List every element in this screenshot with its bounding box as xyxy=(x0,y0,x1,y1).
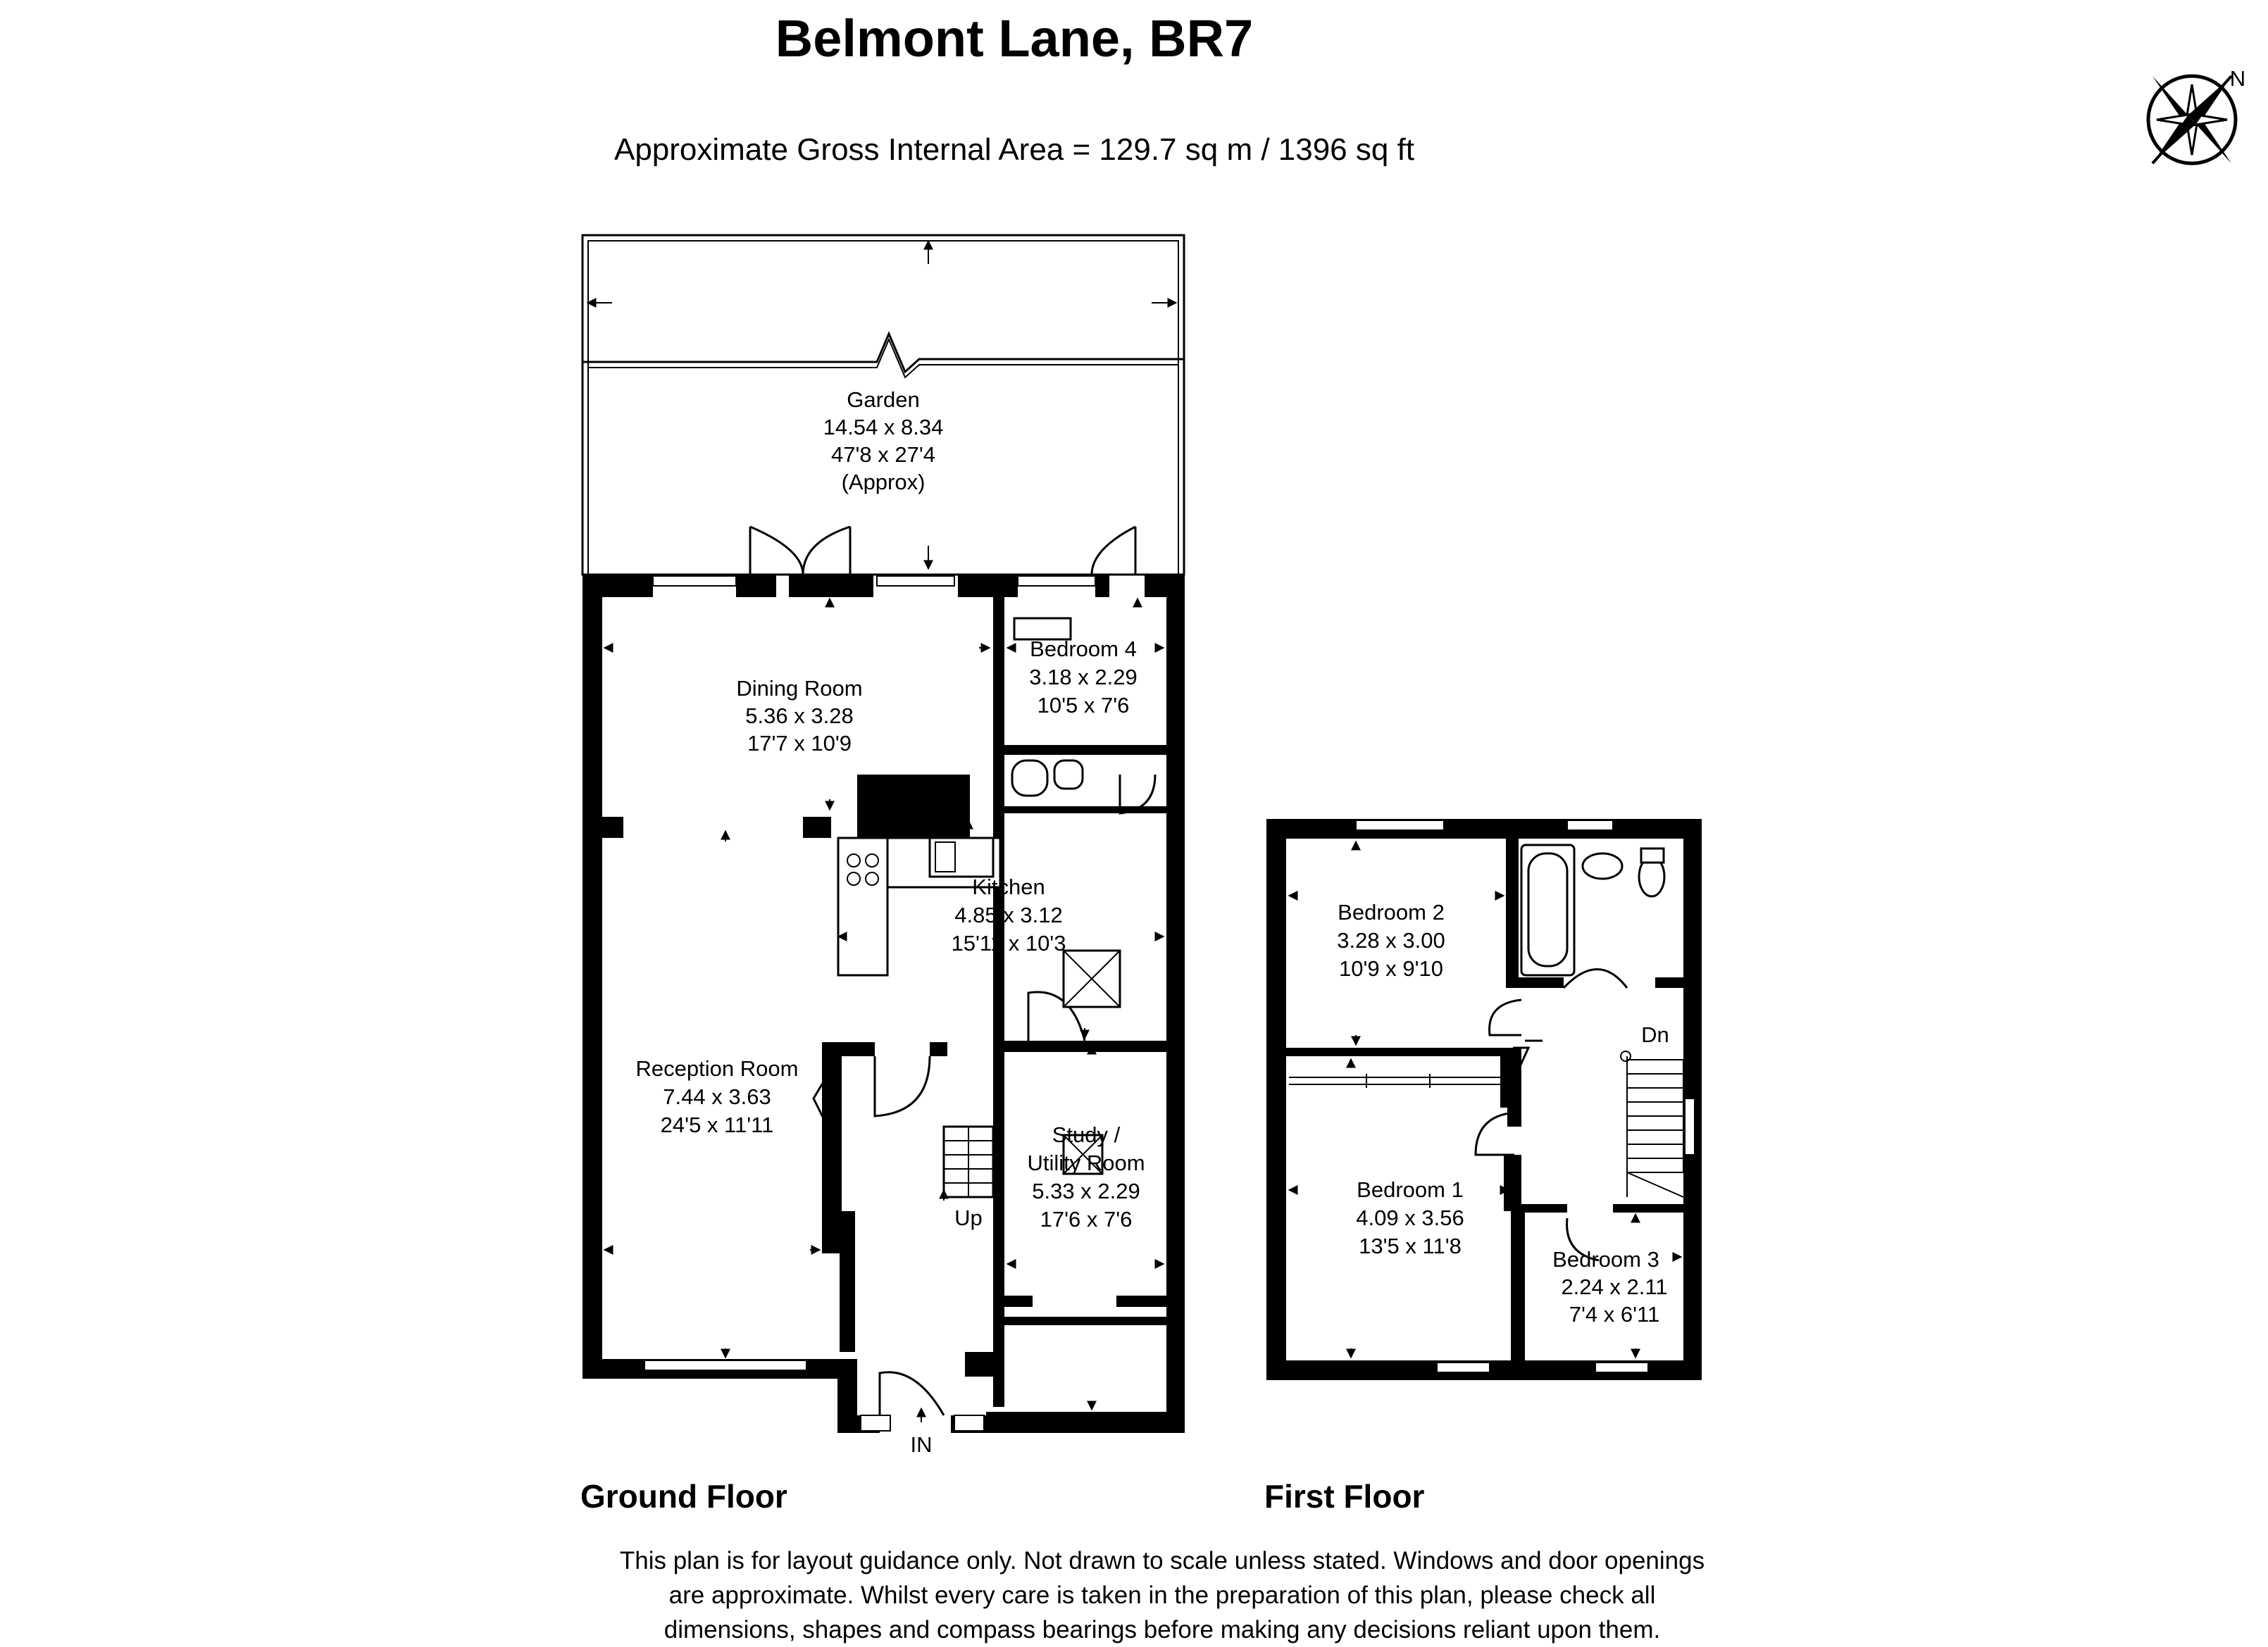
svg-text:Reception Room: Reception Room xyxy=(636,1056,799,1081)
stairs-down-label: Dn xyxy=(1641,1022,1669,1047)
bedroom-2-label: Bedroom 2 3.28 x 3.00 10'9 x 9'10 xyxy=(1337,900,1445,981)
svg-text:47'8 x 27'4: 47'8 x 27'4 xyxy=(831,442,935,467)
svg-text:3.28 x 3.00: 3.28 x 3.00 xyxy=(1337,928,1445,953)
disclaimer: This plan is for layout guidance only. N… xyxy=(556,1543,1768,1647)
svg-text:15'11 x 10'3: 15'11 x 10'3 xyxy=(952,931,1066,956)
bedroom-4-label: Bedroom 4 3.18 x 2.29 10'5 x 7'6 xyxy=(1029,637,1137,718)
gross-area-subtitle: Approximate Gross Internal Area = 129.7 … xyxy=(613,132,1415,167)
svg-text:24'5 x 11'11: 24'5 x 11'11 xyxy=(661,1113,774,1137)
svg-text:Bedroom 2: Bedroom 2 xyxy=(1338,900,1445,925)
svg-text:Bedroom 3: Bedroom 3 xyxy=(1552,1247,1659,1272)
svg-text:2.24 x 2.11: 2.24 x 2.11 xyxy=(1561,1275,1667,1299)
svg-text:3.18 x 2.29: 3.18 x 2.29 xyxy=(1029,665,1137,689)
compass-rose-icon xyxy=(2146,74,2238,165)
svg-text:5.33 x 2.29: 5.33 x 2.29 xyxy=(1032,1179,1140,1203)
svg-text:13'5 x 11'8: 13'5 x 11'8 xyxy=(1359,1234,1462,1258)
dining-room-label: Dining Room 5.36 x 3.28 17'7 x 10'9 xyxy=(736,676,862,756)
reception-room-label: Reception Room 7.44 x 3.63 24'5 x 11'11 xyxy=(636,1056,799,1137)
stairs-up-label: Up xyxy=(954,1205,983,1230)
svg-text:Study /: Study / xyxy=(1052,1122,1121,1147)
compass-north-label: N xyxy=(2230,66,2245,91)
svg-text:Kitchen: Kitchen xyxy=(972,875,1045,899)
svg-text:10'5 x 7'6: 10'5 x 7'6 xyxy=(1038,693,1130,718)
svg-text:4.09 x 3.56: 4.09 x 3.56 xyxy=(1356,1205,1464,1230)
disclaimer-line: dimensions, shapes and compass bearings … xyxy=(663,1616,1661,1643)
svg-text:7.44 x 3.63: 7.44 x 3.63 xyxy=(663,1084,771,1109)
ground-floor-label: Ground Floor xyxy=(580,1478,787,1515)
svg-text:7'4 x 6'11: 7'4 x 6'11 xyxy=(1569,1302,1659,1327)
svg-text:10'9 x 9'10: 10'9 x 9'10 xyxy=(1339,956,1443,981)
svg-text:Dining Room: Dining Room xyxy=(736,676,862,701)
kitchen-label: Kitchen 4.85 x 3.12 15'11 x 10'3 xyxy=(952,875,1066,956)
svg-text:Bedroom 4: Bedroom 4 xyxy=(1030,637,1137,661)
first-floor-plan xyxy=(1266,819,1702,1380)
svg-text:Garden: Garden xyxy=(847,387,919,412)
svg-text:5.36 x 3.28: 5.36 x 3.28 xyxy=(745,703,853,728)
svg-text:17'7 x 10'9: 17'7 x 10'9 xyxy=(747,731,852,756)
disclaimer-line: This plan is for layout guidance only. N… xyxy=(619,1547,1705,1574)
svg-text:Utility Room: Utility Room xyxy=(1027,1151,1145,1175)
page-title: Belmont Lane, BR7 xyxy=(775,9,1254,68)
entrance-label: IN xyxy=(911,1432,933,1457)
garden-label: Garden 14.54 x 8.34 47'8 x 27'4 (Approx) xyxy=(823,387,944,494)
svg-text:4.85 x 3.12: 4.85 x 3.12 xyxy=(954,903,1062,927)
svg-text:17'6 x 7'6: 17'6 x 7'6 xyxy=(1040,1207,1133,1232)
ground-floor-plan xyxy=(581,234,1185,1433)
study-utility-room-label: Study / Utility Room 5.33 x 2.29 17'6 x … xyxy=(1027,1122,1145,1232)
svg-text:14.54 x 8.34: 14.54 x 8.34 xyxy=(823,415,944,439)
disclaimer-line: are approximate. Whilst every care is ta… xyxy=(668,1582,1656,1609)
svg-text:(Approx): (Approx) xyxy=(842,470,926,494)
bedroom-3-label: Bedroom 3 2.24 x 2.11 7'4 x 6'11 xyxy=(1552,1247,1667,1327)
first-floor-label: First Floor xyxy=(1264,1478,1425,1515)
bedroom-1-label: Bedroom 1 4.09 x 3.56 13'5 x 11'8 xyxy=(1356,1177,1464,1258)
svg-text:Bedroom 1: Bedroom 1 xyxy=(1357,1177,1464,1202)
